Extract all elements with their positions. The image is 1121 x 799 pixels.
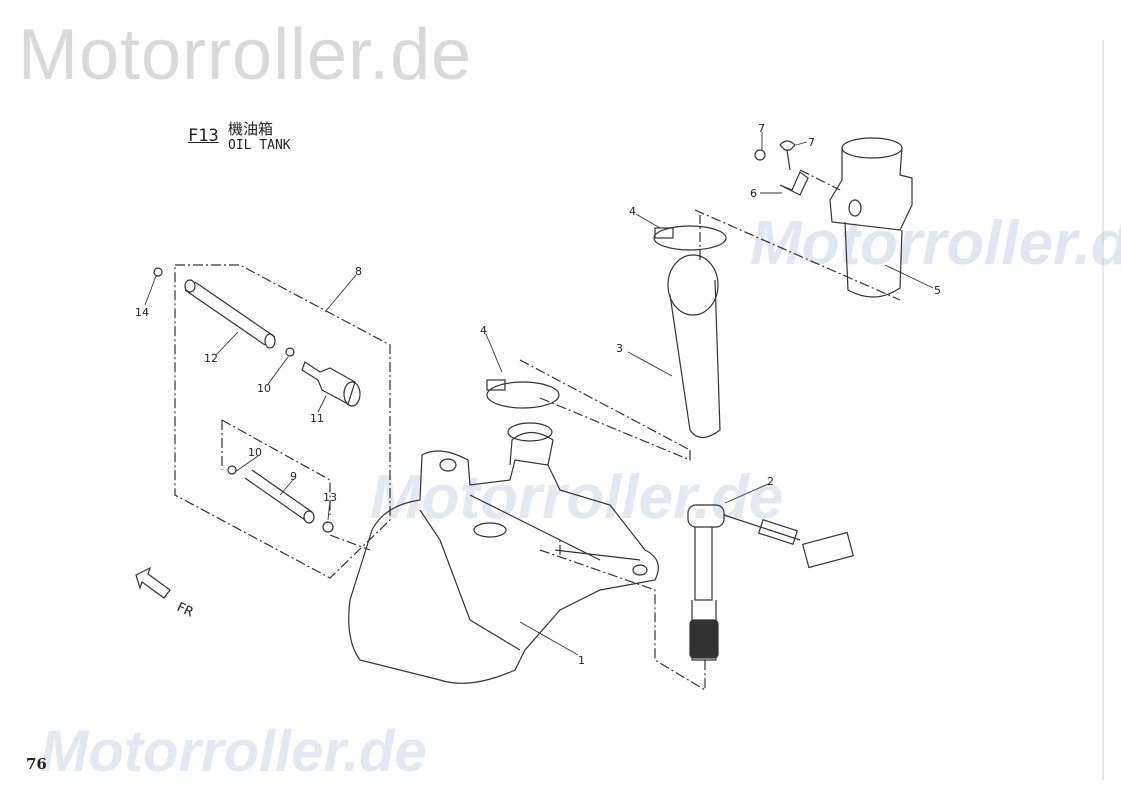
section-code: F13 <box>188 126 219 146</box>
part-label-10: 10 <box>248 446 262 459</box>
oil-level-sensor-part <box>687 504 855 661</box>
part-label-9: 9 <box>290 470 297 483</box>
title-english: OIL TANK <box>228 138 291 153</box>
filler-neck-part <box>829 137 913 298</box>
part-label-14: 14 <box>135 306 149 319</box>
part-label-8: 8 <box>355 265 362 278</box>
part-label-11: 11 <box>310 412 324 425</box>
watermark: Motorroller.de <box>750 209 1121 278</box>
part-label-10: 10 <box>257 382 271 395</box>
front-direction-arrow-icon <box>135 566 171 599</box>
watermark: Motorroller.de <box>40 719 427 784</box>
part-label-4: 4 <box>480 324 487 337</box>
part-label-12: 12 <box>204 352 218 365</box>
part-label-3: 3 <box>616 342 623 355</box>
hose-part <box>667 254 721 439</box>
part-label-1: 1 <box>578 654 585 667</box>
fuel-filter-assembly-part <box>153 267 361 533</box>
assembly-lines <box>174 169 901 692</box>
part-label-4: 4 <box>629 205 636 218</box>
watermark: Motorroller.de <box>18 15 473 95</box>
watermark: Motorroller.de <box>370 463 784 532</box>
part-label-13: 13 <box>323 491 337 504</box>
page-number: 76 <box>26 755 47 773</box>
title-chinese: 機油箱 <box>228 120 274 138</box>
oil-tank-part <box>348 422 659 684</box>
part-label-7: 7 <box>758 122 765 135</box>
part-label-6: 6 <box>750 187 757 200</box>
part-label-2: 2 <box>767 475 774 488</box>
direction-label: FR <box>174 600 195 621</box>
part-label-5: 5 <box>934 284 941 297</box>
part-label-7: 7 <box>808 136 815 149</box>
hose-clamp-part <box>486 225 727 409</box>
leader-lines <box>144 132 934 656</box>
bracket-and-screws-part <box>754 140 809 196</box>
